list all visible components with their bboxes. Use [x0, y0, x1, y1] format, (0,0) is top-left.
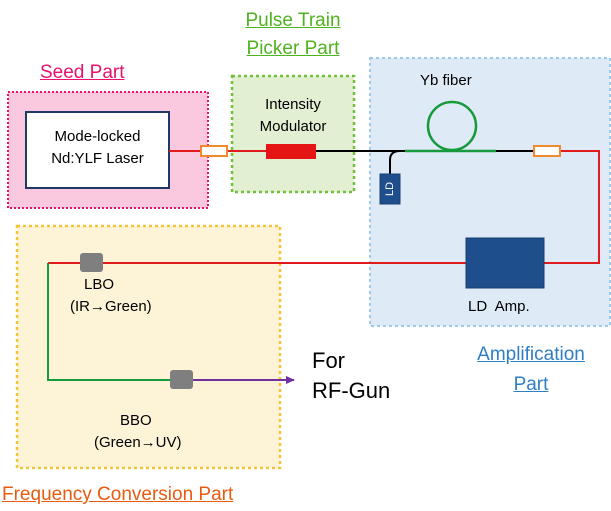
ld-pump-label: LD [384, 182, 396, 196]
laser-label-line1: Mode-locked [54, 128, 141, 145]
modulator-label-line1: Intensity [265, 96, 321, 113]
green-beam-loop [47, 263, 182, 381]
bbo-crystal [170, 370, 193, 389]
output-label-line2: RF-Gun [312, 378, 391, 403]
amplification-part-title-line2: Part [513, 374, 549, 395]
frequency-part-title: Frequency Conversion Part [2, 484, 234, 505]
lbo-crystal [80, 253, 103, 272]
picker-part-title-line2: Picker Part [246, 38, 340, 59]
beam-to-amplifier [534, 150, 600, 264]
yb-fiber-coil [426, 100, 478, 152]
fiber-connector-1 [200, 145, 228, 157]
lbo-label-line2: (IR→Green) [70, 298, 152, 315]
bbo-label-line2: (Green→UV) [94, 434, 182, 451]
frequency-part-box [15, 224, 282, 470]
amplification-part-title-line1: Amplification [477, 344, 585, 365]
yb-fiber-label: Yb fiber [420, 72, 472, 89]
laser-box [25, 111, 170, 189]
laser-label-line2: Nd:YLF Laser [51, 150, 144, 167]
fiber-connector-2 [533, 145, 561, 157]
intensity-modulator-block [266, 144, 316, 159]
ld-pump-block [379, 173, 401, 205]
bbo-label-line1: BBO [120, 412, 152, 429]
output-label-line1: For [312, 348, 345, 373]
modulator-label-line2: Modulator [259, 118, 327, 135]
ld-amp-block [465, 237, 545, 289]
picker-part-box [230, 74, 356, 194]
fiber-ld-coupling [389, 150, 410, 178]
ld-amp-label: LD Amp. [468, 298, 530, 315]
seed-part-title: Seed Part [40, 62, 125, 83]
picker-part-title-line1: Pulse Train [245, 10, 341, 31]
lbo-label-line1: LBO [84, 276, 115, 293]
